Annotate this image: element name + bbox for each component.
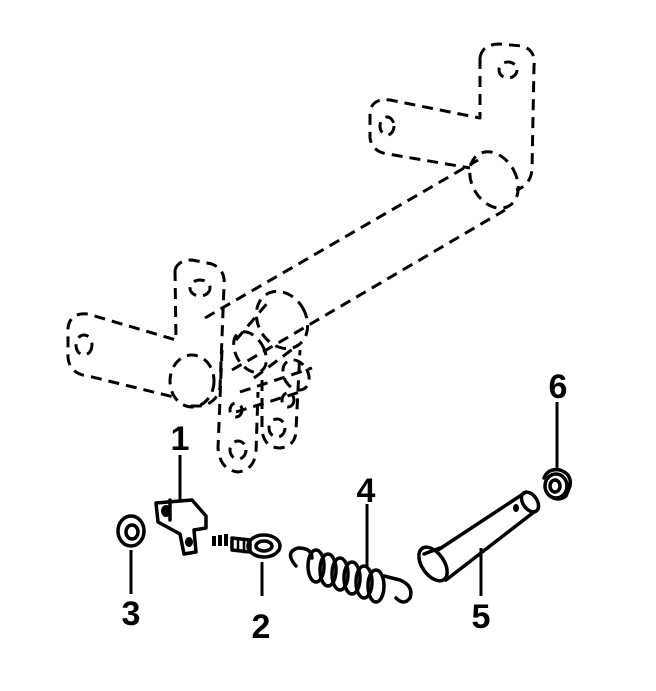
ghost-lever-arms — [216, 349, 313, 474]
part-bushing-right — [542, 467, 573, 501]
part-spring — [288, 546, 413, 604]
callout-2: 2 — [252, 608, 271, 646]
ghost-assembly — [66, 42, 536, 474]
part-clevis-bracket — [154, 498, 208, 556]
callout-6: 6 — [549, 368, 568, 406]
part-rod-end — [212, 533, 282, 559]
ghost-bracket-right — [368, 42, 536, 192]
callout-3: 3 — [122, 595, 141, 633]
part-clevis-pin — [417, 490, 541, 583]
callout-5: 5 — [472, 598, 491, 636]
ghost-collar — [232, 289, 310, 380]
callout-4: 4 — [357, 472, 376, 510]
part-bushing — [116, 514, 146, 548]
callout-1: 1 — [171, 420, 190, 458]
callout-numbers: 1 2 3 4 5 6 — [122, 368, 568, 646]
ghost-bracket-left — [66, 258, 226, 409]
leader-lines — [129, 402, 559, 596]
ghost-shaft — [204, 150, 520, 372]
